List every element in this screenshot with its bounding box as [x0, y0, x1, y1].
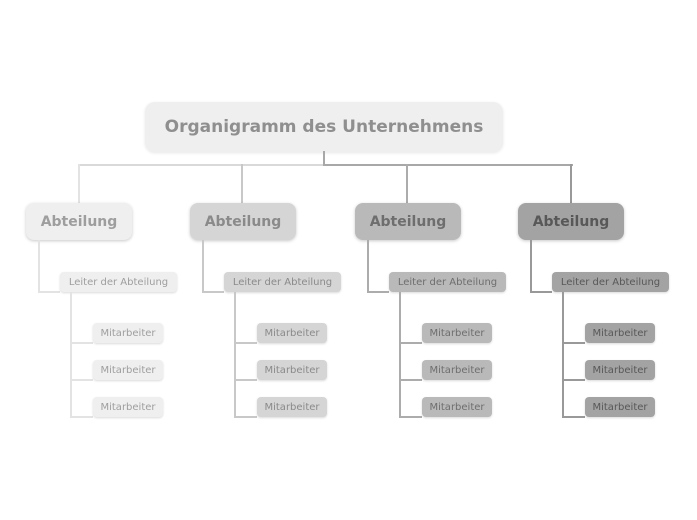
connector-line	[234, 292, 236, 417]
connector-line	[70, 379, 93, 381]
connector-line	[399, 342, 422, 344]
connector-line	[234, 342, 257, 344]
employee-node[interactable]: Mitarbeiter	[93, 397, 163, 417]
connector-line	[202, 291, 224, 293]
connector-line	[234, 379, 257, 381]
connector-top-left	[78, 164, 324, 166]
department-node[interactable]: Abteilung	[26, 203, 132, 240]
connector-line	[70, 416, 93, 418]
connector-drop-dept-1	[78, 164, 80, 203]
connector-line	[399, 416, 422, 418]
connector-line	[399, 292, 401, 417]
connector-drop-dept-3	[406, 164, 408, 203]
leader-node[interactable]: Leiter der Abteilung	[224, 272, 341, 292]
employee-node[interactable]: Mitarbeiter	[585, 360, 655, 380]
connector-line	[562, 379, 585, 381]
connector-line	[70, 342, 93, 344]
employee-node[interactable]: Mitarbeiter	[585, 397, 655, 417]
leader-node[interactable]: Leiter der Abteilung	[60, 272, 177, 292]
connector-line	[367, 291, 389, 293]
connector-top-right	[323, 164, 573, 166]
employee-node[interactable]: Mitarbeiter	[422, 360, 492, 380]
employee-node[interactable]: Mitarbeiter	[585, 323, 655, 343]
connector-line	[38, 240, 40, 292]
connector-line	[530, 240, 532, 292]
employee-node[interactable]: Mitarbeiter	[422, 397, 492, 417]
connector-line	[562, 416, 585, 418]
leader-node[interactable]: Leiter der Abteilung	[552, 272, 669, 292]
leader-node[interactable]: Leiter der Abteilung	[389, 272, 506, 292]
connector-line	[399, 379, 422, 381]
connector-line	[38, 291, 60, 293]
connector-drop-dept-4	[570, 164, 572, 203]
employee-node[interactable]: Mitarbeiter	[422, 323, 492, 343]
connector-root-stub	[323, 151, 325, 164]
connector-line	[234, 416, 257, 418]
employee-node[interactable]: Mitarbeiter	[93, 360, 163, 380]
employee-node[interactable]: Mitarbeiter	[93, 323, 163, 343]
employee-node[interactable]: Mitarbeiter	[257, 323, 327, 343]
department-node[interactable]: Abteilung	[190, 203, 296, 240]
connector-line	[367, 240, 369, 292]
employee-node[interactable]: Mitarbeiter	[257, 360, 327, 380]
connector-line	[70, 292, 72, 417]
employee-node[interactable]: Mitarbeiter	[257, 397, 327, 417]
connector-line	[562, 292, 564, 417]
connector-line	[562, 342, 585, 344]
connector-drop-dept-2	[241, 164, 243, 203]
connector-line	[202, 240, 204, 292]
department-node[interactable]: Abteilung	[355, 203, 461, 240]
org-root-node[interactable]: Organigramm des Unternehmens	[145, 102, 503, 152]
connector-line	[530, 291, 552, 293]
department-node[interactable]: Abteilung	[518, 203, 624, 240]
